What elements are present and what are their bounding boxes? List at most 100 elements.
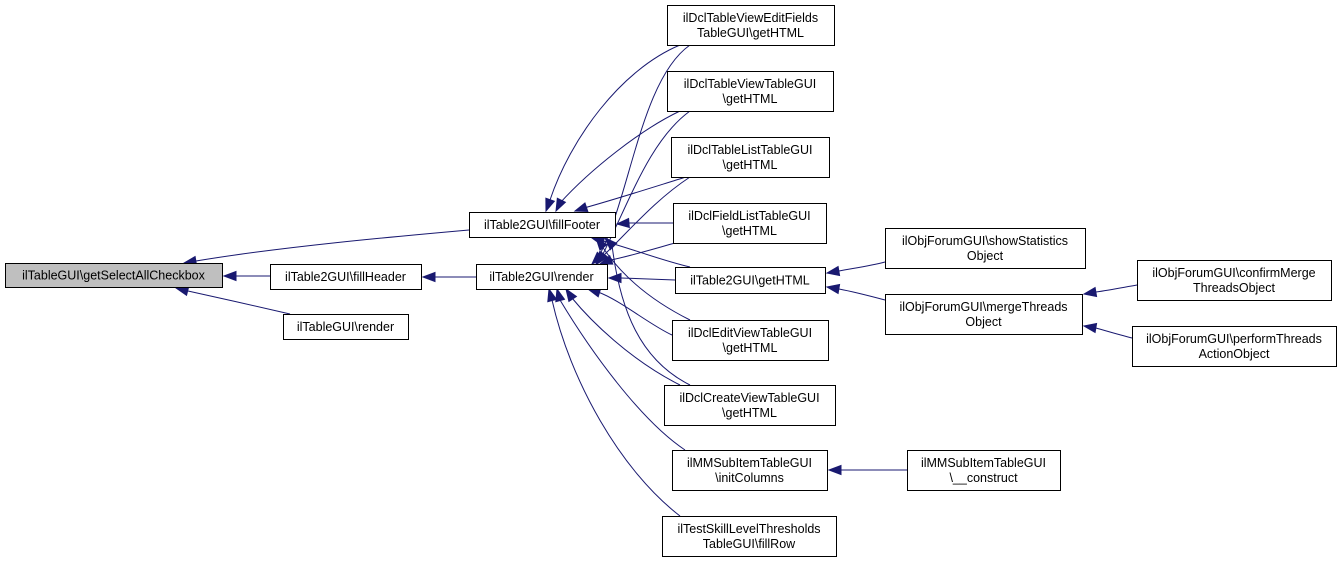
edge-line xyxy=(610,242,676,261)
edge-table2Render-to-fillHeader xyxy=(421,271,476,283)
node-mmConstruct[interactable]: ilMMSubItemTableGUI\__construct xyxy=(907,450,1061,491)
edge-line xyxy=(187,290,291,315)
node-box xyxy=(270,264,422,290)
edge-line xyxy=(549,44,681,201)
node-label: \getHTML xyxy=(723,92,778,106)
node-label: \__construct xyxy=(949,471,1018,485)
node-label: ilDclTableViewTableGUI xyxy=(684,77,816,91)
node-label: \getHTML xyxy=(723,341,778,355)
node-label: \getHTML xyxy=(723,158,778,172)
edge-fillFooter-to-root xyxy=(182,229,470,267)
node-box xyxy=(664,385,836,426)
node-box xyxy=(662,516,837,557)
edge-dclTableList-to-table2Render xyxy=(596,176,691,266)
node-box xyxy=(672,320,829,361)
arrow-head-icon xyxy=(1082,322,1098,334)
node-table2Render[interactable]: ilTable2GUI\render xyxy=(476,264,608,290)
arrow-head-icon xyxy=(565,287,578,303)
edge-line xyxy=(195,229,470,262)
node-label: ilDclEditViewTableGUI xyxy=(688,326,812,340)
node-label: ThreadsObject xyxy=(1193,281,1276,295)
node-dclEditView[interactable]: ilDclEditViewTableGUI\getHTML xyxy=(672,320,829,361)
edge-dclCreateView-to-fillFooter xyxy=(603,236,691,386)
node-fillHeader[interactable]: ilTable2GUI\fillHeader xyxy=(270,264,422,290)
arrow-head-icon xyxy=(825,265,841,277)
arrow-head-icon xyxy=(827,464,842,476)
arrow-head-icon xyxy=(555,287,566,303)
node-label: ilDclTableListTableGUI xyxy=(687,143,812,157)
edge-line xyxy=(571,297,681,386)
arrow-head-icon xyxy=(607,272,622,284)
node-label: ilMMSubItemTableGUI xyxy=(921,456,1046,470)
edge-forumConfirmMerge-to-forumMergeThreads xyxy=(1082,284,1138,298)
arrow-head-icon xyxy=(547,287,558,303)
edge-line xyxy=(602,176,691,257)
edge-dclFieldList-to-fillFooter xyxy=(615,217,673,229)
arrow-head-icon xyxy=(573,202,589,213)
node-label: \getHTML xyxy=(722,224,777,238)
edge-line xyxy=(838,288,886,301)
node-label: ActionObject xyxy=(1199,347,1270,361)
node-dclTableList[interactable]: ilDclTableListTableGUI\getHTML xyxy=(671,137,830,178)
node-root: ilTableGUI\getSelectAllCheckbox xyxy=(5,263,223,288)
node-dclTableView[interactable]: ilDclTableViewTableGUI\getHTML xyxy=(667,71,834,112)
node-tableGuiRender[interactable]: ilTableGUI\render xyxy=(283,314,409,340)
node-label: ilDclCreateViewTableGUI xyxy=(679,391,819,405)
node-box xyxy=(469,212,616,238)
edge-tableGuiRender-to-root xyxy=(174,285,291,315)
edge-fillHeader-to-root xyxy=(222,270,270,282)
edge-forumPerformThreads-to-forumMergeThreads xyxy=(1082,322,1133,339)
node-box xyxy=(283,314,409,340)
arrow-head-icon xyxy=(615,217,630,229)
node-dclCreateView[interactable]: ilDclCreateViewTableGUI\getHTML xyxy=(664,385,836,426)
node-label: ilTable2GUI\fillFooter xyxy=(484,218,600,232)
edge-line xyxy=(602,240,691,268)
node-table2GetHTML[interactable]: ilTable2GUI\getHTML xyxy=(675,267,826,294)
node-label: ilDclTableViewEditFields xyxy=(683,11,818,25)
edge-testSkillFillRow-to-table2Render xyxy=(547,287,681,517)
node-mmInitColumns[interactable]: ilMMSubItemTableGUI\initColumns xyxy=(672,450,828,491)
edge-line xyxy=(599,242,691,321)
edge-line xyxy=(1095,327,1133,339)
node-label: ilTableGUI\getSelectAllCheckbox xyxy=(22,269,205,283)
edge-line xyxy=(551,299,681,517)
edge-line xyxy=(620,277,676,281)
node-box xyxy=(5,263,223,288)
node-label: Object xyxy=(965,315,1002,329)
node-fillFooter[interactable]: ilTable2GUI\fillFooter xyxy=(469,212,616,238)
node-label: ilDclFieldListTableGUI xyxy=(688,209,810,223)
node-label: ilObjForumGUI\showStatistics xyxy=(902,234,1068,248)
node-box xyxy=(1132,326,1337,367)
arrow-head-icon xyxy=(222,270,237,282)
node-label: ilMMSubItemTableGUI xyxy=(687,456,812,470)
edge-line xyxy=(559,299,686,451)
node-dclFieldList[interactable]: ilDclFieldListTableGUI\getHTML xyxy=(673,203,827,244)
node-box xyxy=(907,450,1061,491)
node-label: TableGUI\fillRow xyxy=(703,537,796,551)
node-box xyxy=(885,294,1083,335)
node-label: \getHTML xyxy=(722,406,777,420)
edge-mmInitColumns-to-table2Render xyxy=(555,287,686,451)
edge-dclTableView-to-fillFooter xyxy=(555,110,681,213)
edge-forumMergeThreads-to-table2GetHTML xyxy=(825,283,886,301)
node-label: Object xyxy=(967,249,1004,263)
node-label: \initColumns xyxy=(715,471,784,485)
node-testSkillFillRow[interactable]: ilTestSkillLevelThresholdsTableGUI\fillR… xyxy=(662,516,837,557)
edge-line xyxy=(611,244,691,386)
node-box xyxy=(476,264,608,290)
edge-line xyxy=(1095,284,1138,293)
edge-table2GetHTML-to-table2Render xyxy=(607,272,676,284)
node-label: ilTable2GUI\render xyxy=(489,270,593,284)
edge-line xyxy=(838,261,886,272)
arrow-head-icon xyxy=(555,197,567,213)
edge-mmConstruct-to-mmInitColumns xyxy=(827,464,907,476)
arrow-head-icon xyxy=(825,283,841,295)
node-label: ilObjForumGUI\mergeThreads xyxy=(899,300,1067,314)
node-label: ilTableGUI\render xyxy=(297,320,394,334)
edge-line xyxy=(597,291,673,336)
